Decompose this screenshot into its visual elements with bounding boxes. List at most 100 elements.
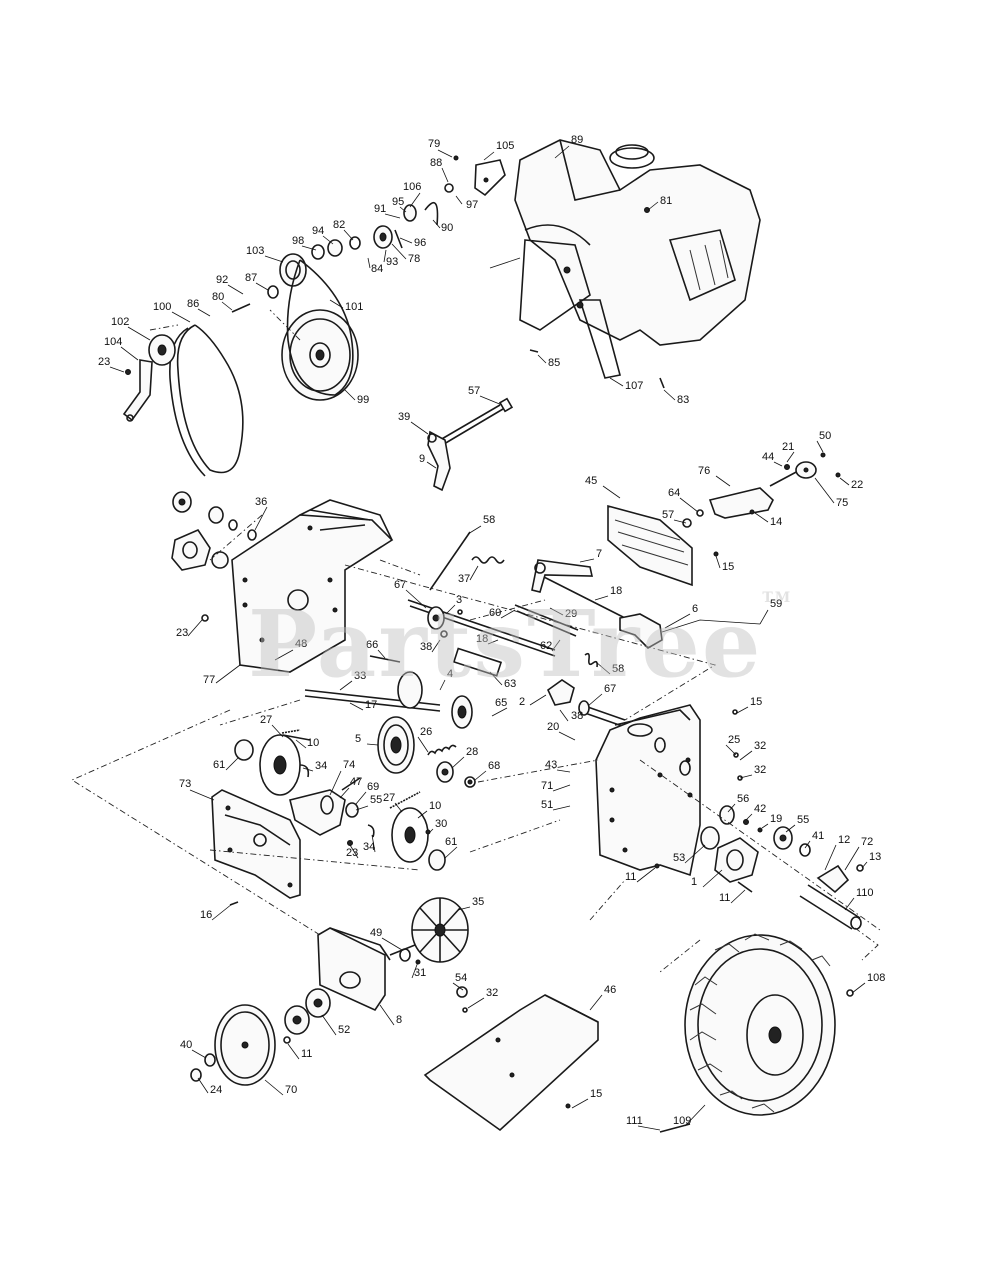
shift-bracket-45 [607, 504, 693, 587]
part-callout-c9: 9 [419, 453, 425, 465]
part-callout-c95: 95 [392, 196, 404, 208]
part-callout-c96: 96 [414, 237, 426, 249]
bearings-left [171, 491, 257, 622]
bracket-107 [578, 299, 621, 379]
part-callout-c53: 53 [673, 852, 685, 864]
mounting-plate-73 [211, 789, 301, 906]
part-callout-c34b: 34 [363, 841, 375, 853]
shift-fork-6 [619, 613, 761, 649]
part-callout-c94: 94 [312, 225, 324, 237]
part-callout-c33: 33 [354, 670, 366, 682]
part-callout-c70: 70 [285, 1084, 297, 1096]
part-callout-c108: 108 [867, 972, 885, 984]
pulley-70 [190, 1004, 276, 1086]
assembly-dash-lines [71, 309, 881, 973]
part-callout-c87: 87 [245, 272, 257, 284]
shift-arm-76 [682, 452, 841, 557]
sprocket-27b [391, 807, 446, 871]
part-callout-c89: 89 [571, 134, 583, 146]
part-callout-c35: 35 [472, 896, 484, 908]
part-callout-c57a: 57 [468, 385, 480, 397]
part-callout-c59: 59 [770, 598, 782, 610]
part-callout-c104: 104 [104, 336, 122, 348]
part-callout-c34a: 34 [315, 760, 327, 772]
part-callout-c24: 24 [210, 1084, 222, 1096]
part-callout-c48: 48 [295, 638, 307, 650]
part-callout-c79: 79 [428, 138, 440, 150]
part-callout-c97: 97 [466, 199, 478, 211]
gear-4 [397, 671, 473, 729]
part-callout-c68: 68 [488, 760, 500, 772]
gear-case-8 [317, 927, 468, 1013]
part-callout-c37: 37 [458, 573, 470, 585]
pinion-2 [546, 679, 590, 716]
part-callout-c83: 83 [677, 394, 689, 406]
part-callout-c38a: 38 [420, 641, 432, 653]
part-callout-c51: 51 [541, 799, 553, 811]
part-callout-c19: 19 [770, 813, 782, 825]
part-callout-c57b: 57 [662, 509, 674, 521]
pulley-99 [281, 309, 359, 401]
part-callout-c40: 40 [180, 1039, 192, 1051]
part-callout-c52: 52 [338, 1024, 350, 1036]
part-callout-c27b: 27 [383, 792, 395, 804]
part-callout-c85: 85 [548, 357, 560, 369]
part-callout-c58b: 58 [612, 663, 624, 675]
part-callout-c42: 42 [754, 803, 766, 815]
spring-90 [424, 201, 439, 226]
part-callout-c38b: 38 [571, 710, 583, 722]
part-callout-c80: 80 [212, 291, 224, 303]
part-callout-c8: 8 [396, 1014, 402, 1026]
part-callout-c10b: 10 [429, 800, 441, 812]
part-callout-c15b: 15 [750, 696, 762, 708]
part-callout-c49: 49 [370, 927, 382, 939]
part-callout-c102: 102 [111, 316, 129, 328]
part-callout-c5: 5 [355, 733, 361, 745]
friction-wheel-5 [377, 716, 415, 774]
part-callout-c72: 72 [861, 836, 873, 848]
belt-100 [169, 324, 244, 477]
part-callout-c92: 92 [216, 274, 228, 286]
part-callout-c69: 69 [367, 781, 379, 793]
engine-mount-plate [489, 207, 665, 389]
part-callout-c12: 12 [838, 834, 850, 846]
right-bearings [654, 805, 864, 894]
part-callout-c84: 84 [371, 263, 383, 275]
part-callout-c99: 99 [357, 394, 369, 406]
part-callout-c26: 26 [420, 726, 432, 738]
part-callout-c106: 106 [403, 181, 421, 193]
part-callout-c10a: 10 [307, 737, 319, 749]
part-callout-c1: 1 [691, 876, 697, 888]
belt-101 [286, 259, 354, 396]
part-callout-c31: 31 [414, 967, 426, 979]
part-callout-c46: 46 [604, 984, 616, 996]
part-callout-c41: 41 [812, 830, 824, 842]
part-callout-c32b: 32 [754, 764, 766, 776]
part-callout-c55a: 55 [370, 794, 382, 806]
part-callout-c73: 73 [179, 778, 191, 790]
part-callout-c61a: 61 [213, 759, 225, 771]
part-callout-c11c: 11 [301, 1048, 312, 1060]
part-callout-c22: 22 [851, 479, 863, 491]
part-callout-c65: 65 [495, 697, 507, 709]
shift-rod [427, 397, 514, 492]
part-callout-c15c: 15 [590, 1088, 602, 1100]
part-callout-c39: 39 [398, 411, 410, 423]
part-callout-c45: 45 [585, 475, 597, 487]
part-callout-c105: 105 [496, 140, 514, 152]
part-callout-c86: 86 [187, 298, 199, 310]
hubs-52 [283, 988, 331, 1044]
part-callout-c44: 44 [762, 451, 774, 463]
part-callout-c100: 100 [153, 301, 171, 313]
part-callout-c98: 98 [292, 235, 304, 247]
shafts [304, 574, 626, 728]
part-callout-c18a: 18 [610, 585, 622, 597]
part-callout-c110: 110 [856, 887, 874, 899]
part-callout-c14: 14 [770, 516, 782, 528]
part-callout-c93: 93 [386, 256, 398, 268]
part-callout-c77: 77 [203, 674, 215, 686]
bracket-74 [289, 777, 375, 846]
part-callout-c91: 91 [374, 203, 386, 215]
part-callout-c32c: 32 [486, 987, 498, 999]
part-callout-c82: 82 [333, 219, 345, 231]
